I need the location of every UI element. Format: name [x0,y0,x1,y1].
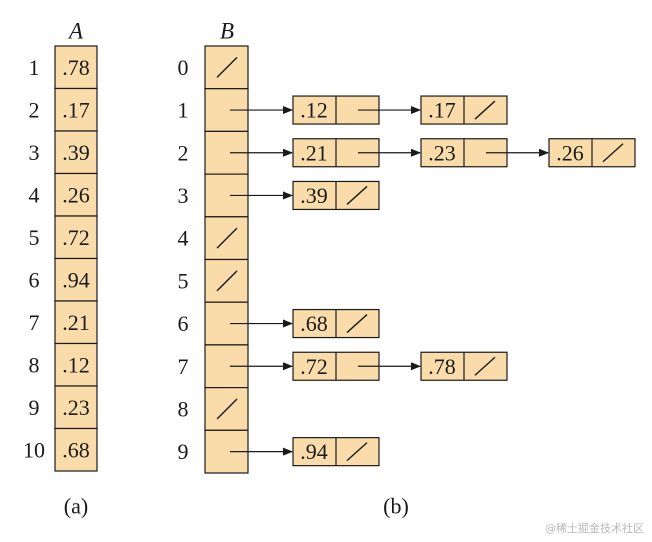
null-slash [216,56,238,78]
list-node-value: .12 [300,98,328,123]
array-a-title: A [67,19,84,44]
array-a-cell [54,172,98,217]
bucket-index: 0 [178,55,189,80]
caption-a: (a) [64,494,88,519]
caption-b: (b) [383,494,409,519]
array-a-value: .21 [62,310,90,335]
array-a-value: .26 [62,182,90,207]
null-slash [346,314,368,334]
list-node-value: .23 [428,140,456,165]
null-slash [216,398,238,420]
bucket-index: 9 [178,439,189,464]
array-a-value: .39 [62,140,90,165]
array-a-value: .12 [62,352,90,377]
bucket-index: 5 [178,268,189,293]
list-node-value: .72 [300,354,328,379]
array-a-cell [54,87,98,132]
null-slash [474,356,496,376]
array-a-value: .17 [62,97,90,122]
array-a-value: .94 [62,267,90,292]
bucket-index: 2 [178,140,189,165]
array-a-index: 6 [29,267,40,292]
list-node: .68 [292,308,380,339]
bucket-index: 6 [178,311,189,336]
array-a-index: 4 [29,182,40,207]
null-slash [216,270,238,292]
bucket-index: 7 [178,354,189,379]
list-node: .39 [292,180,380,211]
array-b-title: B [220,19,234,44]
null-slash [602,143,624,163]
array-a-index: 9 [29,395,40,420]
array-a-index: 7 [29,310,40,335]
array-a-index: 10 [23,437,45,462]
array-a-value: .23 [62,395,90,420]
bucket-index: 3 [178,183,189,208]
null-slash [346,185,368,205]
bucket-index: 8 [178,396,189,421]
array-a-index: 2 [29,97,40,122]
bucket-index: 4 [178,226,189,251]
array-a-value: .68 [62,437,90,462]
array-a-index: 3 [29,140,40,165]
list-node: .21 [292,138,380,168]
null-slash [216,227,238,249]
panel-b: B 0 1 .12 .17 2 .21 .23 .26 3 .39 4 5 6 .68 7 .72 .78 8 9 .9… [178,19,636,519]
array-a-index: 1 [29,55,40,80]
bucket-index: 1 [178,98,189,123]
list-node: .78 [420,351,508,381]
array-a-index: 5 [29,225,40,250]
list-node-value: .68 [300,311,328,336]
array-a-index: 8 [29,352,40,377]
list-node-value: .21 [300,140,328,165]
array-a-cell [54,257,98,302]
list-node: .94 [292,437,380,467]
array-a-cell [54,342,98,387]
list-node-value: .78 [428,354,456,379]
list-node: .17 [420,95,508,125]
array-a-cell [54,427,98,472]
array-a-value: .78 [62,55,90,80]
array-a-value: .72 [62,225,90,250]
list-node-value: .39 [300,183,328,208]
null-slash [474,100,496,120]
watermark: @稀土掘金技术社区 [545,522,644,535]
panel-a: A 1 .78 2 .17 3 .39 4 .26 5 .72 6 .94 7 .21 8 .12 9 .23 10.… [23,19,98,519]
list-node-value: .94 [300,439,328,464]
list-node: .26 [548,138,636,168]
array-a-cell [54,45,98,90]
null-slash [346,442,368,462]
list-node-value: .26 [556,140,584,165]
list-node-value: .17 [428,98,456,123]
